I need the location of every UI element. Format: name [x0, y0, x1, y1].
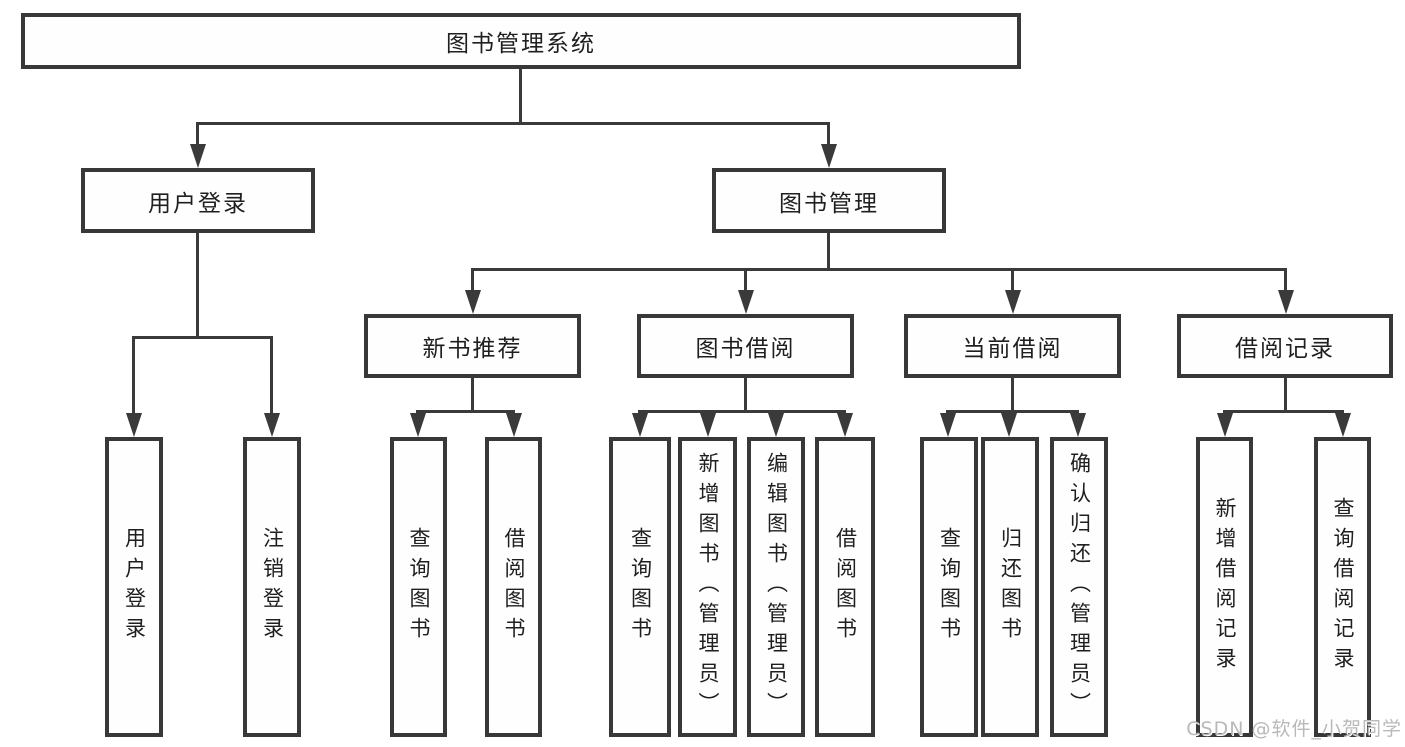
leaf-user-login: 用户登录 — [105, 437, 163, 737]
node-library-system: 图书管理系统 — [21, 13, 1021, 69]
leaf-label: 用户登录 — [122, 527, 147, 647]
node-current-borrowing: 当前借阅 — [904, 314, 1121, 378]
leaf-query-borrow-record: 查询借阅记录 — [1314, 437, 1371, 737]
leaf-label: 确认归还（管理员） — [1067, 452, 1092, 722]
connector-line — [196, 233, 199, 339]
node-label: 图书管理系统 — [446, 31, 596, 57]
arrow-down-icon — [512, 410, 515, 413]
connector-line — [471, 377, 474, 413]
leaf-borrow-books-borrowing: 借阅图书 — [815, 437, 875, 737]
node-label: 借阅记录 — [1235, 336, 1335, 362]
connector-line — [519, 69, 522, 125]
arrow-down-icon — [774, 410, 777, 413]
leaf-label: 注销登录 — [260, 527, 285, 647]
connector-line — [638, 410, 846, 413]
leaf-query-books-borrowing: 查询图书 — [609, 437, 671, 737]
node-label: 新书推荐 — [422, 336, 523, 362]
leaf-borrow-books-recommend: 借阅图书 — [485, 437, 542, 737]
arrow-down-icon — [196, 122, 199, 144]
leaf-label: 新增借阅记录 — [1213, 497, 1237, 677]
arrow-down-icon — [827, 122, 830, 144]
watermark: CSDN @软件_小贺同学 — [1186, 718, 1402, 740]
leaf-edit-books-admin: 编辑图书（管理员） — [747, 437, 805, 737]
connector-line — [744, 377, 747, 413]
connector-line — [416, 410, 515, 413]
arrow-down-icon — [1011, 268, 1014, 290]
node-borrowing-records: 借阅记录 — [1177, 314, 1393, 378]
node-label: 图书管理 — [779, 190, 879, 217]
node-label: 用户登录 — [148, 190, 248, 217]
arrow-down-icon — [1007, 410, 1010, 413]
leaf-add-borrow-record: 新增借阅记录 — [1196, 437, 1253, 737]
leaf-label: 编辑图书（管理员） — [764, 452, 789, 722]
arrow-down-icon — [946, 410, 949, 413]
leaf-label: 借阅图书 — [502, 527, 526, 647]
leaf-add-books-admin: 新增图书（管理员） — [678, 437, 737, 737]
leaf-label: 查询图书 — [407, 527, 431, 647]
arrow-down-icon — [744, 268, 747, 290]
arrow-down-icon — [1284, 268, 1287, 290]
leaf-label: 查询图书 — [937, 527, 962, 647]
leaf-logout-login: 注销登录 — [243, 437, 301, 737]
connector-line — [1223, 410, 1344, 413]
node-label: 当前借阅 — [962, 336, 1063, 362]
arrow-down-icon — [843, 410, 846, 413]
leaf-return-books: 归还图书 — [981, 437, 1039, 737]
arrow-down-icon — [270, 336, 273, 413]
node-new-book-recommend: 新书推荐 — [364, 314, 581, 378]
arrow-down-icon — [706, 410, 709, 413]
connector-line — [471, 268, 1287, 271]
leaf-query-books-current: 查询图书 — [920, 437, 978, 737]
leaf-label: 借阅图书 — [833, 527, 858, 647]
leaf-label: 查询借阅记录 — [1331, 497, 1355, 677]
node-book-management: 图书管理 — [712, 168, 946, 233]
arrow-down-icon — [132, 336, 135, 413]
leaf-confirm-return-admin: 确认归还（管理员） — [1050, 437, 1108, 737]
node-label: 图书借阅 — [695, 336, 796, 362]
leaf-label: 新增图书（管理员） — [696, 452, 720, 722]
connector-line — [1011, 377, 1014, 413]
leaf-query-books-recommend: 查询图书 — [390, 437, 447, 737]
arrow-down-icon — [1076, 410, 1079, 413]
connector-line — [1284, 377, 1287, 413]
node-user-login: 用户登录 — [81, 168, 315, 233]
connector-line — [132, 336, 273, 339]
leaf-label: 查询图书 — [628, 527, 653, 647]
connector-line — [196, 122, 829, 125]
arrow-down-icon — [1341, 410, 1344, 413]
arrow-down-icon — [416, 410, 419, 413]
arrow-down-icon — [1223, 410, 1226, 413]
node-book-borrowing: 图书借阅 — [637, 314, 854, 378]
leaf-label: 归还图书 — [998, 527, 1023, 647]
connector-line — [946, 410, 1079, 413]
arrow-down-icon — [638, 410, 641, 413]
connector-line — [827, 233, 830, 271]
arrow-down-icon — [471, 268, 474, 290]
